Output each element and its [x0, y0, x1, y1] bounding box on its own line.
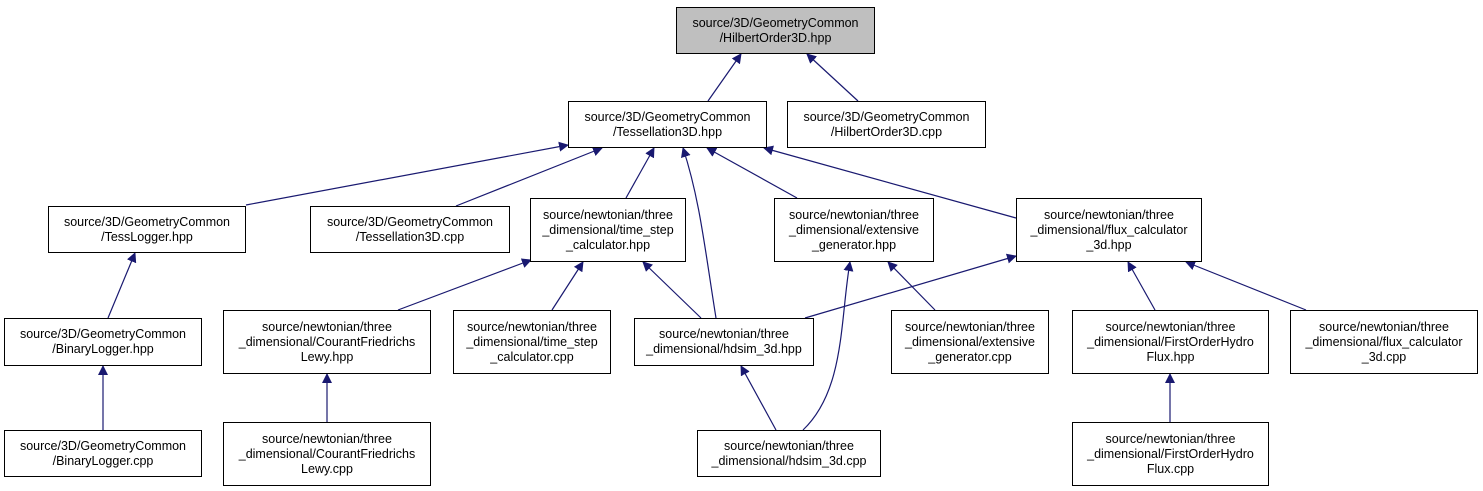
node-label-line: source/newtonian/three — [905, 319, 1035, 334]
node-label-line: source/newtonian/three — [1319, 319, 1449, 334]
node-label-line: source/newtonian/three — [789, 207, 919, 222]
node-label-line: _dimensional/flux_calculator — [1305, 334, 1463, 349]
node-label-line: _dimensional/extensive — [789, 222, 919, 237]
node-time-step-calculator-cpp[interactable]: source/newtonian/three _dimensional/time… — [453, 310, 611, 374]
node-label-line: source/3D/GeometryCommon — [326, 214, 494, 229]
edge-tess_cpp-to-tess_hpp — [455, 146, 603, 207]
node-label-line: _dimensional/hdsim_3d.cpp — [711, 453, 867, 468]
edge-cfl_hpp-to-tstep_hpp — [397, 258, 532, 311]
edge-tstep_hpp-to-tess_hpp — [625, 147, 655, 199]
edge-hdsim_hpp-to-tstep_hpp — [642, 261, 702, 319]
edge-binlog_hpp-to-tesslog_hpp — [107, 252, 137, 319]
node-hilbertorder3d-cpp[interactable]: source/3D/GeometryCommon /HilbertOrder3D… — [787, 101, 986, 148]
node-label-line: source/3D/GeometryCommon — [19, 327, 187, 341]
node-hilbertorder3d-hpp: source/3D/GeometryCommon /HilbertOrder3D… — [676, 7, 875, 54]
node-extensive-generator-hpp[interactable]: source/newtonian/three _dimensional/exte… — [774, 198, 934, 262]
node-label-line: source/newtonian/three — [262, 319, 392, 334]
node-label-line: _dimensional/FirstOrderHydro — [1087, 446, 1254, 461]
node-label-line: Lewy.cpp — [301, 461, 353, 476]
node-label-line: source/3D/GeometryCommon — [692, 15, 859, 30]
node-label-line: Lewy.hpp — [300, 349, 354, 364]
node-label-line: _dimensional/time_step — [542, 222, 674, 237]
edge-hdsim_hpp-to-tess_hpp — [681, 147, 717, 319]
node-tesslogger-hpp[interactable]: source/3D/GeometryCommon /TessLogger.hpp — [48, 206, 246, 253]
node-label-line: source/newtonian/three — [262, 431, 392, 446]
node-courantfriedrichslewy-hpp[interactable]: source/newtonian/three _dimensional/Cour… — [223, 310, 431, 374]
node-extensive-generator-cpp[interactable]: source/newtonian/three _dimensional/exte… — [891, 310, 1049, 374]
node-label-line: source/newtonian/three — [659, 327, 789, 341]
node-label-line: _dimensional/FirstOrderHydro — [1087, 334, 1254, 349]
node-tessellation3d-hpp[interactable]: source/3D/GeometryCommon /Tessellation3D… — [568, 101, 767, 148]
node-label-line: _dimensional/hdsim_3d.hpp — [646, 342, 802, 356]
node-label-line: source/3D/GeometryCommon — [19, 438, 187, 453]
node-label-line: _dimensional/CourantFriedrichs — [238, 334, 416, 349]
node-label-line: _dimensional/extensive — [905, 334, 1035, 349]
node-label-line: source/3D/GeometryCommon — [584, 109, 751, 124]
node-label-line: Flux.cpp — [1146, 461, 1195, 476]
node-label-line: source/newtonian/three — [724, 438, 854, 453]
edge-layer — [98, 53, 1307, 431]
node-label-line: /TessLogger.hpp — [101, 229, 193, 244]
node-label-line: _calculator.hpp — [565, 237, 651, 252]
node-courantfriedrichslewy-cpp[interactable]: source/newtonian/three _dimensional/Cour… — [223, 422, 431, 486]
node-label-line: /Tessellation3D.hpp — [612, 124, 723, 139]
node-label-line: Flux.hpp — [1146, 349, 1195, 364]
node-label-line: _3d.cpp — [1361, 349, 1407, 364]
node-flux-calculator-3d-cpp[interactable]: source/newtonian/three _dimensional/flux… — [1290, 310, 1478, 374]
node-label-line: source/3D/GeometryCommon — [63, 214, 231, 229]
node-hdsim-3d-cpp[interactable]: source/newtonian/three _dimensional/hdsi… — [697, 430, 881, 477]
node-binarylogger-hpp[interactable]: source/3D/GeometryCommon /BinaryLogger.h… — [4, 318, 202, 366]
node-tessellation3d-cpp[interactable]: source/3D/GeometryCommon /Tessellation3D… — [310, 206, 510, 253]
node-hdsim-3d-hpp[interactable]: source/newtonian/three _dimensional/hdsi… — [634, 318, 814, 366]
edge-hilbert_cpp-to-hilbert_hpp — [806, 53, 859, 102]
edge-tstep_cpp-to-tstep_hpp — [551, 261, 584, 311]
node-label-line: _dimensional/flux_calculator — [1030, 222, 1188, 237]
node-label-line: source/newtonian/three — [467, 319, 597, 334]
node-label-line: source/newtonian/three — [543, 207, 673, 222]
node-firstorderhydroflux-hpp[interactable]: source/newtonian/three _dimensional/Firs… — [1072, 310, 1269, 374]
edge-tess_hpp-to-hilbert_hpp — [707, 53, 742, 102]
node-label-line: /BinaryLogger.cpp — [52, 453, 154, 468]
edge-fohf_hpp-to-flux_hpp — [1127, 261, 1156, 311]
node-label-line: source/newtonian/three — [1105, 319, 1236, 334]
node-flux-calculator-3d-hpp[interactable]: source/newtonian/three _dimensional/flux… — [1016, 198, 1202, 262]
edge-flux_cpp-to-flux_hpp — [1185, 260, 1307, 311]
node-label-line: /Tessellation3D.cpp — [355, 229, 465, 244]
edge-extgen_cpp-to-extgen_hpp — [887, 261, 936, 311]
node-label-line: _calculator.cpp — [490, 349, 574, 364]
edge-hdsim_cpp-to-extgen_hpp — [802, 261, 854, 431]
node-label-line: source/newtonian/three — [1105, 431, 1236, 446]
node-label-line: _dimensional/time_step — [466, 334, 598, 349]
edge-tesslog_hpp-to-tess_hpp — [245, 141, 569, 206]
node-label-line: /BinaryLogger.hpp — [52, 342, 154, 356]
edge-extgen_hpp-to-tess_hpp — [706, 147, 798, 199]
node-binarylogger-cpp[interactable]: source/3D/GeometryCommon /BinaryLogger.c… — [4, 430, 202, 477]
node-firstorderhydroflux-cpp[interactable]: source/newtonian/three _dimensional/Firs… — [1072, 422, 1269, 486]
node-time-step-calculator-hpp[interactable]: source/newtonian/three _dimensional/time… — [530, 198, 686, 262]
edge-hdsim_cpp-to-hdsim_hpp — [740, 365, 777, 431]
edge-flux_hpp-to-tess_hpp — [763, 145, 1017, 219]
node-label-line: _generator.cpp — [928, 349, 1012, 364]
node-label-line: /HilbertOrder3D.hpp — [719, 30, 832, 45]
node-label-line: _generator.hpp — [811, 237, 897, 252]
node-label-line: source/newtonian/three — [1044, 207, 1174, 222]
node-label-line: /HilbertOrder3D.cpp — [830, 124, 943, 139]
node-label-line: _3d.hpp — [1086, 237, 1132, 252]
edge-hdsim_hpp-to-flux_hpp — [804, 253, 1017, 319]
node-label-line: source/3D/GeometryCommon — [803, 109, 970, 124]
node-label-line: _dimensional/CourantFriedrichs — [238, 446, 416, 461]
